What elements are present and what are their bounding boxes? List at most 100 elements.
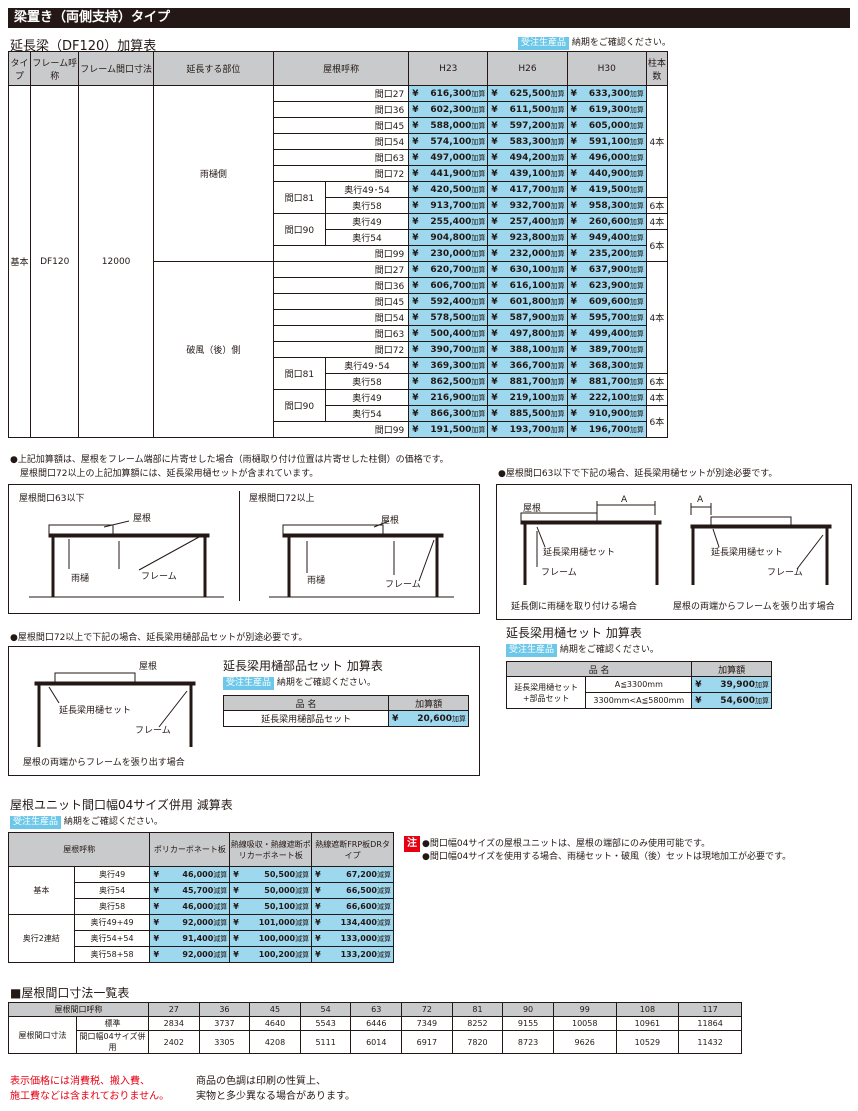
text-cell: 949,400: [588, 232, 630, 243]
text-cell: ¥: [153, 869, 160, 879]
side-cell: 雨樋側: [152, 85, 275, 262]
table-row: 間口36¥602,300加算¥611,500加算¥619,300加算: [9, 101, 668, 118]
text-cell: 奥行49･54: [324, 357, 410, 374]
text-cell: 加算: [629, 217, 644, 226]
text-cell: ¥: [412, 312, 419, 323]
text-cell: ¥: [570, 88, 577, 99]
table-row: 奥行54¥45,700減算¥50,000減算¥66,500減算: [9, 882, 394, 899]
text-cell: 904,800: [430, 232, 472, 243]
price-cell: ¥862,500加算: [408, 373, 489, 390]
text-cell: ¥: [233, 869, 239, 879]
text-cell: 加算: [550, 345, 565, 354]
text-cell: 加算: [629, 425, 644, 434]
price-cell: ¥866,300加算: [408, 405, 489, 422]
text-cell: 加算: [471, 425, 486, 434]
text-cell: 100,200: [258, 949, 296, 959]
gs-h-price: 加算額: [691, 661, 772, 677]
text-cell: 232,000: [509, 248, 551, 259]
text-cell: 加算: [471, 329, 486, 338]
text-cell: 減算: [377, 934, 391, 943]
footer-1: 商品の色調は印刷の性質上、: [196, 1076, 326, 1087]
text-cell: ¥: [315, 885, 321, 895]
text-cell: 219,100: [509, 392, 551, 403]
text-cell: 588,000: [430, 120, 472, 131]
text-cell: 加算: [471, 409, 486, 418]
price-cell: ¥623,900加算: [566, 277, 647, 294]
text-cell: ¥: [570, 344, 577, 355]
text-cell: 497,800: [509, 328, 551, 339]
diagram-box-2: 屋根 A A 延長梁用樋セット フレーム 延長梁用樋セット フレーム 延長側に雨…: [496, 484, 852, 620]
table-row: 間口63¥497,000加算¥494,200加算¥496,000加算: [9, 149, 668, 166]
text-cell: 439,100: [509, 168, 551, 179]
text-cell: ¥: [153, 933, 160, 943]
text-cell: 奥行58+58: [73, 946, 151, 963]
footer-red-2: 施工費などは含まれておりません。: [10, 1091, 170, 1102]
text-cell: 50,000: [264, 885, 296, 895]
caution-2: ●間口幅04サイズを使用する場合、雨樋セット・破風（後）セットは現地加工が必要で…: [422, 852, 792, 862]
text-cell: 減算: [213, 870, 228, 879]
text-cell: ¥: [570, 184, 577, 195]
text-cell: 50,500: [264, 869, 296, 879]
price-cell: ¥369,300加算: [408, 357, 489, 374]
th-roof-name: 屋根呼称: [273, 51, 410, 86]
text-cell: 216,900: [430, 392, 472, 403]
text-cell: 7349: [401, 1016, 453, 1031]
price-cell: ¥366,700加算: [487, 357, 568, 374]
price-cell: ¥597,200加算: [487, 117, 568, 134]
text-cell: 4208: [249, 1030, 301, 1054]
price-cell: ¥588,000加算: [408, 117, 489, 134]
text-cell: 6本: [645, 373, 669, 390]
text-cell: 減算: [213, 934, 228, 943]
price-cell: ¥904,800加算: [408, 229, 489, 246]
d3-gutter-set-label: 延長梁用樋セット: [59, 706, 132, 716]
footer-red-1: 表示価格には消費税、搬入費、: [10, 1076, 150, 1087]
price-cell: ¥441,900加算: [408, 165, 489, 182]
text-cell: 加算: [550, 89, 565, 98]
table-row: 間口72¥441,900加算¥439,100加算¥440,900加算: [9, 165, 668, 182]
text-cell: 881,700: [588, 376, 630, 387]
th-h30: H30: [566, 51, 647, 86]
unit-table: 屋根呼称 ポリカーボネート板 熱線吸収・熱線遮断ポリカーボネート板 熱線遮断FR…: [7, 832, 394, 963]
gutter-set-title: 延長梁用樋セット 加算表: [506, 626, 642, 640]
text-cell: 間口27: [273, 261, 410, 278]
text-cell: 500,400: [430, 328, 472, 339]
th-extend-part: 延長する部位: [152, 51, 275, 86]
text-cell: 3737: [198, 1016, 251, 1031]
d3-roof-label: 屋根: [139, 662, 158, 672]
text-cell: 45,700: [182, 885, 214, 895]
text-cell: 496,000: [588, 152, 630, 163]
text-cell: 奥行54+54: [73, 930, 151, 947]
text-cell: 420,500: [430, 184, 472, 195]
text-cell: ¥: [153, 885, 160, 895]
gs-price-2: 54,600: [720, 695, 755, 706]
text-cell: 加算: [629, 377, 644, 386]
text-cell: 加算: [471, 297, 486, 306]
text-cell: ¥: [491, 104, 498, 115]
ut-h-heat: 熱線吸収・熱線遮断ポリカーボネート板: [229, 832, 313, 867]
text-cell: 54: [299, 1002, 352, 1017]
th-h23: H23: [408, 51, 489, 86]
table-row: 間口54¥574,100加算¥583,300加算¥591,100加算: [9, 133, 668, 150]
text-cell: 606,700: [430, 280, 472, 291]
text-cell: 601,800: [509, 296, 551, 307]
price-cell: ¥910,900加算: [566, 405, 647, 422]
text-cell: 加算: [629, 201, 644, 210]
text-cell: 間口幅04サイズ併用: [76, 1030, 149, 1054]
price-cell: ¥587,900加算: [487, 309, 568, 326]
text-cell: 101,000: [258, 917, 296, 927]
text-cell: 625,500: [509, 88, 551, 99]
text-cell: ¥: [412, 168, 419, 179]
price-cell: ¥949,400加算: [566, 229, 647, 246]
parts-h-name: 品 名: [222, 695, 390, 711]
text-cell: 奥行49+49: [73, 914, 151, 931]
side-cell: 破風（後）側: [152, 261, 275, 438]
note-3: ●屋根間口72以上で下記の場合、延長梁用樋部品セットが別途必要です。: [10, 633, 308, 643]
section-header: 梁置き（両側支持）タイプ: [8, 8, 850, 28]
text-cell: 基本: [8, 866, 75, 915]
text-cell: 66,500: [346, 885, 377, 895]
text-cell: 加算: [471, 361, 486, 370]
text-cell: ¥: [695, 679, 702, 690]
table-row: 奥行58+58¥92,000減算¥100,200減算¥133,200減算: [9, 946, 394, 963]
parts-table: 品 名加算額 延長梁用樋部品セット ¥20,600加算: [222, 695, 469, 727]
price-cell: ¥496,000加算: [566, 149, 647, 166]
